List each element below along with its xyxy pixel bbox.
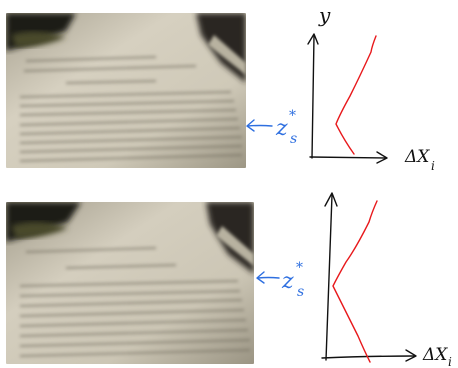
y-axis-arrowhead-icon [307, 33, 319, 45]
zs-superscript: * [289, 108, 296, 124]
zs-label: z [275, 116, 288, 141]
chart-axes-top [307, 33, 388, 164]
red-curve-icon [335, 35, 377, 155]
zs-subscript: s [290, 131, 297, 147]
x-axis-line [309, 156, 386, 159]
x-axis-arrowhead-icon [376, 151, 388, 164]
left-arrow-icon [246, 119, 273, 132]
x-axis-subscript: i [431, 159, 435, 173]
blurred-document-photo-bottom [6, 202, 254, 364]
y-axis-line [325, 194, 333, 361]
y-axis-line [311, 35, 315, 159]
x-axis-line [321, 355, 415, 359]
y-axis-label: y [318, 3, 331, 27]
y-axis-arrowhead-icon [324, 192, 338, 207]
x-axis-arrowhead-icon [405, 349, 417, 362]
blurred-document-photo-icon [6, 13, 246, 168]
left-arrow-icon [256, 271, 280, 284]
zs-subscript: s [297, 284, 304, 300]
zs-label: z [281, 269, 294, 294]
blurred-document-photo-icon [6, 202, 254, 364]
zs-superscript: * [296, 260, 303, 276]
x-axis-label: ΔX [404, 147, 430, 167]
blurred-document-photo-top [6, 13, 246, 168]
chart-axes-bottom [321, 192, 417, 362]
x-axis-subscript: i [448, 355, 452, 368]
red-curve-icon [332, 200, 378, 363]
x-axis-label: ΔX [422, 345, 448, 365]
